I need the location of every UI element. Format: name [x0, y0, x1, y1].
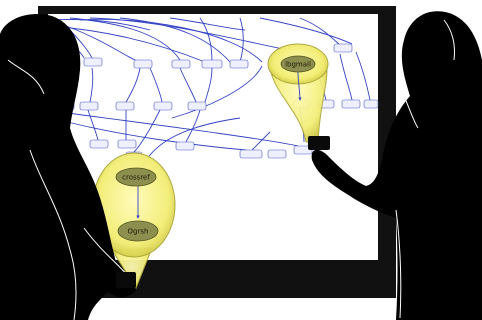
- person-right-silhouette: [308, 11, 482, 320]
- graph-edge: [79, 18, 263, 63]
- graph-edge: [251, 131, 271, 151]
- person-left-outline: [7, 59, 77, 320]
- graph-edge: [87, 109, 99, 141]
- graph-edge: [125, 67, 141, 103]
- lens-left-node-top-label: crossref: [122, 174, 150, 182]
- lens-left-node-top[interactable]: [115, 167, 157, 187]
- graph-edge: [59, 111, 299, 147]
- graph-edge: [199, 17, 213, 63]
- graph-edge: [59, 119, 247, 151]
- lens-left-node-bottom[interactable]: [117, 220, 159, 242]
- graph-node[interactable]: [171, 59, 191, 69]
- lens-right-node-label: lbgmail: [285, 61, 311, 69]
- graph-node[interactable]: [363, 99, 379, 109]
- graph-edge: [299, 17, 341, 46]
- person-right-arm-outline: [395, 95, 419, 319]
- graph-node[interactable]: [341, 99, 361, 109]
- graph-node[interactable]: [229, 59, 249, 69]
- graph-edge: [169, 17, 246, 31]
- lens-right-edge: [297, 71, 302, 101]
- graph-node[interactable]: [153, 101, 173, 111]
- graph-node[interactable]: [79, 101, 99, 111]
- graph-edge: [49, 19, 151, 31]
- graph-edge: [239, 17, 244, 63]
- graph-edge: [133, 109, 161, 153]
- graph-node[interactable]: [239, 149, 263, 159]
- graph-edge: [204, 67, 213, 103]
- graph-edge: [119, 17, 231, 63]
- person-left-silhouette: [0, 14, 136, 320]
- lens-left-node-bottom-label: Ogrsh: [128, 228, 149, 236]
- graph-node[interactable]: [187, 101, 207, 111]
- lens-right-node[interactable]: [280, 55, 316, 73]
- graph-node[interactable]: [175, 141, 195, 151]
- graph-edge: [89, 67, 94, 103]
- smartphone-device[interactable]: [308, 136, 330, 150]
- lens-left[interactable]: crossref Ogrsh: [92, 152, 176, 290]
- graph-node[interactable]: [201, 59, 223, 69]
- person-right-hair-outline: [443, 19, 455, 61]
- graph-edge: [355, 51, 371, 101]
- graph-edge: [149, 67, 163, 103]
- graph-edge: [259, 17, 353, 45]
- graph-node[interactable]: [115, 101, 135, 111]
- graph-node[interactable]: [333, 43, 353, 53]
- graph-node[interactable]: [117, 139, 137, 149]
- lens-right[interactable]: lbgmail: [267, 43, 329, 143]
- graph-edge: [179, 67, 197, 103]
- graph-node[interactable]: [133, 59, 153, 69]
- handheld-device[interactable]: [116, 272, 136, 288]
- graph-node[interactable]: [89, 139, 109, 149]
- graph-edge: [339, 53, 353, 101]
- graph-node[interactable]: [83, 57, 103, 67]
- graph-node[interactable]: [267, 149, 287, 159]
- graph-edge: [171, 65, 263, 119]
